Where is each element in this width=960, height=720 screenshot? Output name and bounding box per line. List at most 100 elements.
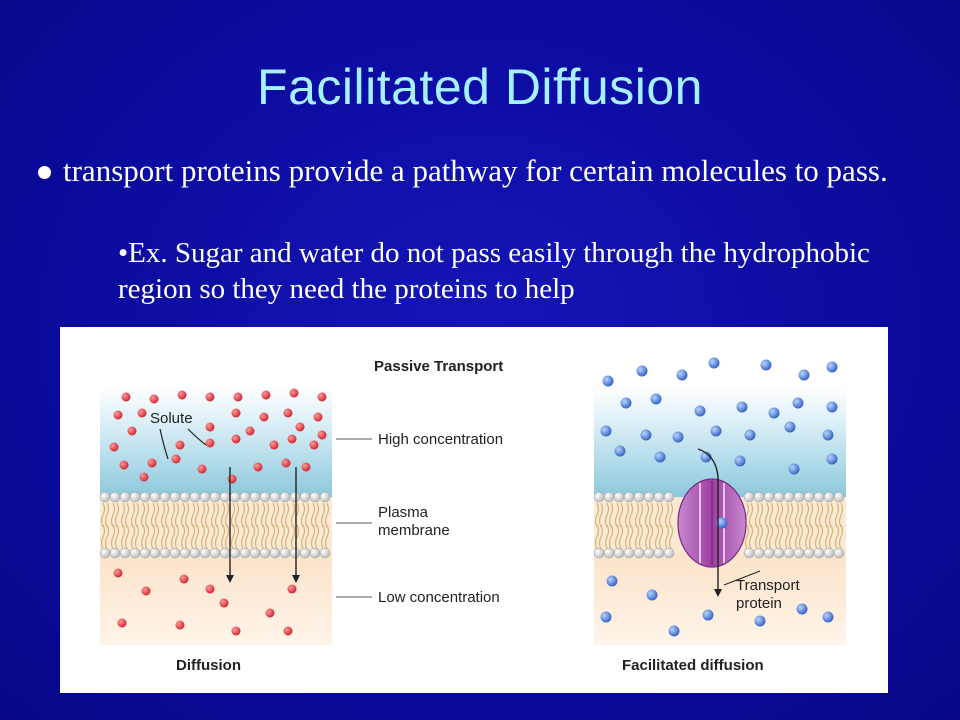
solute-molecule	[137, 408, 147, 418]
solute-molecule	[197, 464, 207, 474]
lipid-head	[783, 491, 795, 503]
solute-molecule	[281, 458, 291, 468]
solute-molecule	[177, 390, 187, 400]
lipid-head	[199, 491, 211, 503]
solute-molecule	[826, 453, 838, 465]
lipid-head	[603, 491, 615, 503]
solute-molecule	[175, 440, 185, 450]
solute-molecule	[295, 422, 305, 432]
solute-molecule	[668, 625, 680, 637]
solute-molecule	[784, 421, 796, 433]
solute-molecule	[710, 425, 722, 437]
solute-molecule	[283, 626, 293, 636]
low-concentration-region	[100, 553, 332, 645]
lipid-head	[753, 547, 765, 559]
solute-molecule	[289, 388, 299, 398]
solute-molecule	[708, 357, 720, 369]
solute-molecule	[113, 568, 123, 578]
solute-molecule	[149, 394, 159, 404]
solute-molecule	[219, 598, 229, 608]
solute-molecule	[744, 429, 756, 441]
lipid-head	[833, 491, 845, 503]
lipid-head	[653, 547, 665, 559]
lipid-head	[299, 547, 311, 559]
lipid-head	[199, 547, 211, 559]
facilitated-diffusion-caption: Facilitated diffusion	[622, 657, 764, 674]
lipid-head	[219, 547, 231, 559]
solute-molecule	[796, 603, 808, 615]
solute-molecule	[602, 375, 614, 387]
bullet-main-text: transport proteins provide a pathway for…	[63, 153, 888, 188]
lipid-head	[613, 491, 625, 503]
lipid-head	[663, 547, 675, 559]
lipid-head	[813, 491, 825, 503]
lipid-head	[793, 491, 805, 503]
lipid-head	[219, 491, 231, 503]
solute-molecule	[600, 611, 612, 623]
lipid-head	[249, 547, 261, 559]
lipid-head	[289, 491, 301, 503]
lipid-head	[763, 491, 775, 503]
lipid-head	[289, 547, 301, 559]
lipid-head	[763, 547, 775, 559]
solute-molecule	[171, 454, 181, 464]
lipid-head	[773, 547, 785, 559]
solute-molecule	[233, 392, 243, 402]
facilitated-arrow	[697, 448, 719, 591]
solute-molecule	[676, 369, 688, 381]
diffusion-caption: Diffusion	[176, 657, 241, 674]
solute-molecule	[205, 392, 215, 402]
lipid-head	[159, 491, 171, 503]
solute-molecule	[734, 455, 746, 467]
solute-molecule	[754, 615, 766, 627]
lipid-head	[159, 547, 171, 559]
lipid-head	[623, 547, 635, 559]
solute-molecule	[113, 410, 123, 420]
solute-molecule	[287, 434, 297, 444]
lipid-head	[593, 547, 605, 559]
solute-molecule	[119, 460, 129, 470]
lipid-head	[249, 491, 261, 503]
facilitated-diffusion-panel: Transport protein	[593, 357, 846, 645]
solute-molecule	[253, 462, 263, 472]
solute-molecule	[309, 440, 319, 450]
lipid-head	[813, 547, 825, 559]
lipid-head	[823, 491, 835, 503]
solute-molecule	[654, 451, 666, 463]
solute-molecule	[205, 422, 215, 432]
transport-protein-icon	[677, 478, 747, 568]
lipid-head	[129, 491, 141, 503]
lipid-head	[743, 547, 755, 559]
lipid-head	[209, 547, 221, 559]
lipid-head	[179, 547, 191, 559]
lipid-head	[239, 491, 251, 503]
lipid-head	[613, 547, 625, 559]
solute-molecule	[245, 426, 255, 436]
solute-molecule	[141, 586, 151, 596]
lipid-head	[623, 491, 635, 503]
solute-molecule	[826, 401, 838, 413]
lipid-head	[643, 491, 655, 503]
lipid-head	[99, 547, 111, 559]
solute-molecule	[121, 392, 131, 402]
lipid-head	[139, 491, 151, 503]
solute-molecule	[205, 438, 215, 448]
solute-molecule	[231, 408, 241, 418]
lipid-head	[279, 491, 291, 503]
passive-transport-header: Passive Transport	[374, 358, 503, 375]
lipid-head	[259, 547, 271, 559]
solute-molecule	[760, 359, 772, 371]
lipid-head	[169, 547, 181, 559]
bullet-main: transport proteins provide a pathway for…	[38, 152, 938, 190]
lipid-head	[309, 547, 321, 559]
lipid-head	[309, 491, 321, 503]
plasma-label: Plasma	[378, 504, 429, 521]
solute-molecule	[317, 430, 327, 440]
solute-label: Solute	[150, 410, 193, 427]
solute-molecule	[636, 365, 648, 377]
lipid-head	[319, 491, 331, 503]
lipid-head	[119, 491, 131, 503]
lipid-head	[149, 491, 161, 503]
low-concentration-label: Low concentration	[378, 589, 500, 606]
solute-molecule	[702, 609, 714, 621]
